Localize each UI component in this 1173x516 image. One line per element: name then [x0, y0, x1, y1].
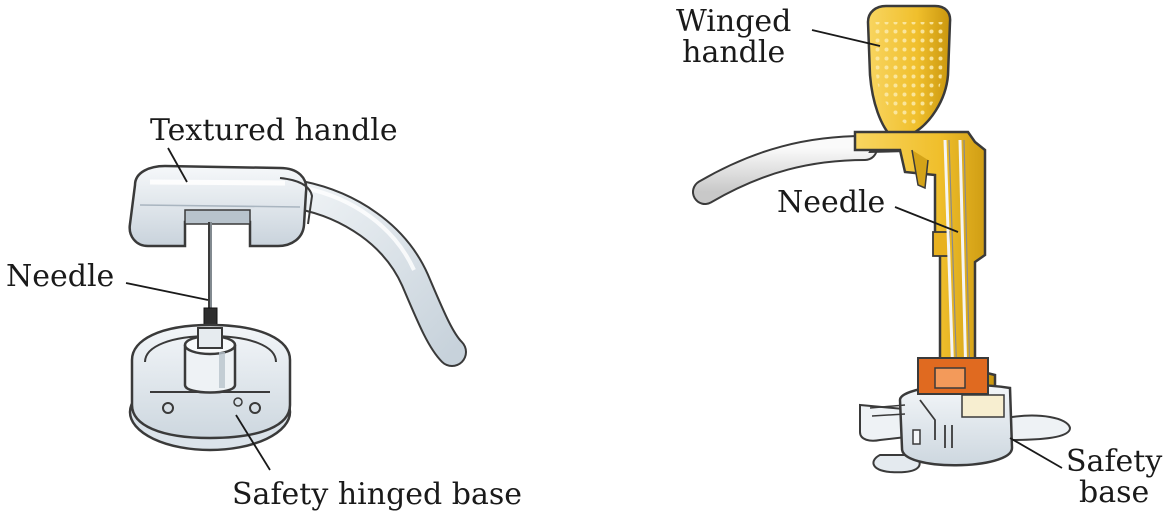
- label-winged-handle-line1: Winged: [676, 4, 792, 39]
- label-winged-handle-line2: handle: [682, 35, 786, 70]
- leader-winged-handle: [811, 29, 881, 47]
- label-textured-handle: Textured handle: [150, 113, 398, 148]
- leader-safety-hinged-base: [235, 414, 271, 471]
- leader-textured-handle: [167, 147, 188, 183]
- label-left-needle: Needle: [6, 259, 115, 294]
- safety-base-shape: [859, 357, 1072, 474]
- left-device: [125, 147, 467, 471]
- leader-left-needle: [125, 282, 209, 301]
- label-right-needle: Needle: [777, 185, 886, 220]
- label-safety-base-line2: base: [1079, 475, 1150, 510]
- leader-safety-base: [1009, 437, 1063, 469]
- right-device: [692, 4, 1072, 474]
- left-leader-lines: [125, 147, 271, 471]
- right-tubing: [692, 135, 878, 205]
- label-safety-hinged-base: Safety hinged base: [232, 477, 523, 512]
- label-winged-handle: Winged handle: [676, 6, 791, 68]
- right-device-body: [853, 130, 997, 402]
- left-tubing: [285, 180, 467, 367]
- leader-right-needle: [894, 206, 959, 233]
- label-safety-base: Safety base: [1066, 446, 1162, 508]
- textured-handle-shape: [128, 164, 314, 248]
- winged-handle-shape: [866, 4, 952, 154]
- safety-hinged-base-shape: [128, 323, 292, 452]
- right-leader-lines: [811, 29, 1063, 469]
- label-safety-base-line1: Safety: [1066, 444, 1163, 479]
- left-needle-shape: [203, 222, 218, 331]
